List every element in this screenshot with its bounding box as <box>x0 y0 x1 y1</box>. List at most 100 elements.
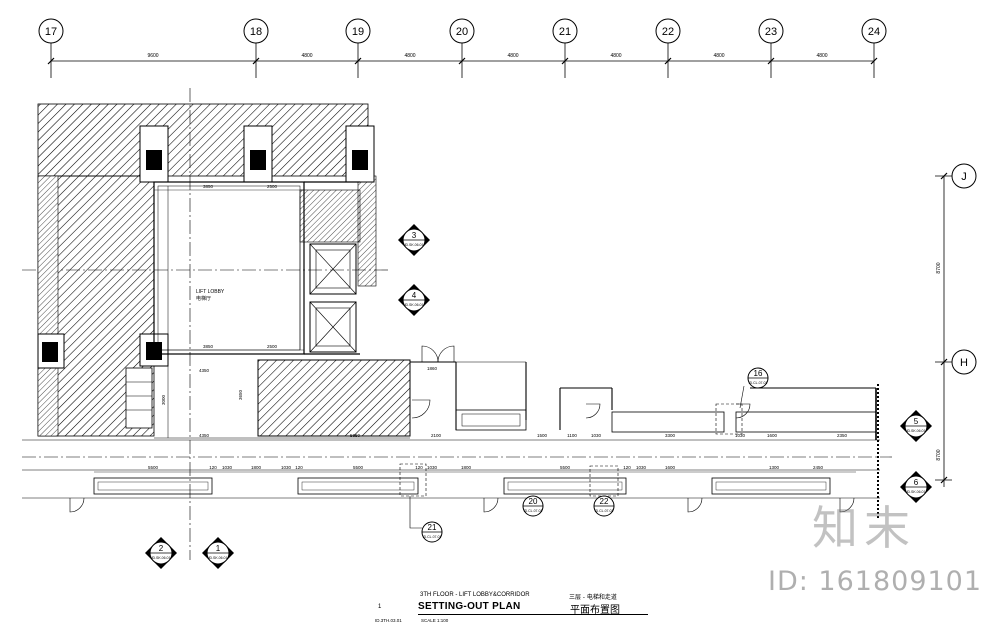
corridor-casework <box>22 384 880 520</box>
drawing-title: SETTING-OUT PLAN <box>418 601 521 612</box>
dimension-text: 4800 <box>713 53 724 59</box>
marker-ref: ID.SK.06.01 <box>907 429 926 433</box>
dimension-text: 4800 <box>610 53 621 59</box>
marker-ref: ID.CL.07.01 <box>749 381 768 385</box>
dimension-text: 9600 <box>147 53 158 59</box>
grid-axis-top: 17 18 19 20 21 22 23 24 <box>38 18 887 78</box>
dimension-text: 5500 <box>560 465 571 470</box>
grid-bubble-20: 20 <box>449 18 475 44</box>
dimension-text: 5650 <box>350 433 361 438</box>
lift-lobby-walls <box>153 181 410 439</box>
watermark-logo: 知末 <box>812 501 916 555</box>
grid-label: 20 <box>456 26 468 38</box>
grid-label: 19 <box>352 26 364 38</box>
marker-number: 3 <box>412 231 417 240</box>
marker-ref: ID.SK.06.01 <box>209 556 228 560</box>
dimension-text: 1800 <box>461 465 472 470</box>
dimension-text: 8700 <box>936 262 942 273</box>
marker-ref: ID.CL.07.01 <box>595 509 614 513</box>
sheet-ref: ID.3TH.03.01 <box>375 618 402 623</box>
section-marker-3[interactable]: 3 ID.SK.06.01 <box>398 224 430 256</box>
grid-bubble-17: 17 <box>38 18 64 44</box>
detail-marker-20[interactable]: 20 ID.CL.07.01 <box>522 495 544 517</box>
grid-bubble-21: 21 <box>552 18 578 44</box>
room-label-cn: 电梯厅 <box>196 295 211 302</box>
dimension-text: 3850 <box>203 344 214 349</box>
detail-marker-21[interactable]: 21 ID.CL.07.01 <box>409 496 443 543</box>
corridor-dimensions: 5500 120 1030 1800 1030 120 5500 120 103… <box>148 465 824 470</box>
dimension-text: 4350 <box>199 433 210 438</box>
dimension-text: 1500 <box>537 433 548 438</box>
drawing-title-cn: 平面布置图 <box>570 605 620 616</box>
grid-label: 22 <box>662 26 674 38</box>
dimension-text: 2500 <box>267 344 278 349</box>
marker-number: 2 <box>159 544 164 553</box>
dimension-text: 4800 <box>507 53 518 59</box>
title-block: 3TH FLOOR - LIFT LOBBY&CORRIDOR 三层 - 电梯和… <box>374 590 674 626</box>
dimension-text: 4350 <box>199 368 210 373</box>
scale-label: SCALE 1:100 <box>421 618 449 623</box>
watermark-id: ID: 161809101 <box>768 566 983 597</box>
corridor-walls <box>22 345 880 441</box>
dimension-text: 1030 <box>281 465 292 470</box>
dimension-text: 5500 <box>148 465 159 470</box>
grid-axis-right: J H 8700 8700 <box>935 163 977 487</box>
drawing-number: 1 <box>378 604 382 610</box>
section-marker-5[interactable]: 5 ID.SK.06.01 <box>900 410 932 442</box>
grid-label: H <box>960 357 968 369</box>
interior-dimensions: 3850 2500 3850 2500 4350 4350 3000 3650 … <box>154 184 848 438</box>
section-marker-2[interactable]: 2 ID.SK.06.01 <box>145 537 177 569</box>
detail-marker-22[interactable]: 22 ID.CL.07.01 <box>593 495 615 517</box>
dimension-text: 2500 <box>267 184 278 189</box>
title-divider <box>418 614 648 615</box>
dimension-text: 4800 <box>816 53 827 59</box>
dimension-text: 1800 <box>251 465 262 470</box>
marker-ref: ID.CL.07.01 <box>524 509 543 513</box>
marker-number: 21 <box>428 523 437 532</box>
dimension-text: 120 <box>209 465 217 470</box>
structure-hatched <box>37 103 411 437</box>
dimension-text: 1030 <box>591 433 602 438</box>
grid-bubble-22: 22 <box>655 18 681 44</box>
grid-bubble-24: 24 <box>861 18 887 44</box>
dimension-text: 8700 <box>936 449 942 460</box>
marker-number: 1 <box>216 544 221 553</box>
dimension-text: 1030 <box>222 465 233 470</box>
marker-number: 16 <box>754 369 763 378</box>
dimension-text: 1030 <box>636 465 647 470</box>
dimension-text: 1030 <box>735 433 746 438</box>
marker-number: 4 <box>412 291 417 300</box>
grid-label: 23 <box>765 26 777 38</box>
section-marker-4[interactable]: 4 ID.SK.06.01 <box>398 284 430 316</box>
dimension-text: 3650 <box>238 389 243 400</box>
grid-label: 18 <box>250 26 262 38</box>
marker-ref: ID.SK.06.01 <box>405 303 424 307</box>
floor-label-cn: 三层 - 电梯和走道 <box>569 594 617 601</box>
dimension-text: 120 <box>623 465 631 470</box>
marker-ref: ID.SK.06.01 <box>405 243 424 247</box>
dimension-text: 3000 <box>161 394 166 405</box>
grid-bubble-18: 18 <box>243 18 269 44</box>
detail-marker-16[interactable]: 16 ID.CL.07.01 <box>739 367 769 409</box>
grid-bubble-J: J <box>951 163 977 189</box>
marker-ref: ID.SK.06.01 <box>907 490 926 494</box>
grid-bubble-23: 23 <box>758 18 784 44</box>
marker-number: 6 <box>914 478 919 487</box>
grid-label: J <box>961 171 967 183</box>
dimension-text: 1100 <box>567 433 577 438</box>
section-marker-6[interactable]: 6 ID.SK.06.01 <box>900 471 932 503</box>
dimension-text: 120 <box>295 465 303 470</box>
dimension-text: 3300 <box>665 433 676 438</box>
marker-ref: ID.SK.06.01 <box>152 556 171 560</box>
dimension-text: 4800 <box>404 53 415 59</box>
dimension-text: 3850 <box>203 184 214 189</box>
marker-number: 20 <box>529 497 538 506</box>
dimension-text: 1860 <box>427 366 438 371</box>
section-marker-1[interactable]: 1 ID.SK.06.01 <box>202 537 234 569</box>
marker-number: 5 <box>914 417 919 426</box>
dimension-text: 5500 <box>353 465 364 470</box>
dimension-text: 120 <box>415 465 423 470</box>
dimension-text: 1600 <box>767 433 778 438</box>
floor-label: 3TH FLOOR - LIFT LOBBY&CORRIDOR <box>420 592 530 598</box>
